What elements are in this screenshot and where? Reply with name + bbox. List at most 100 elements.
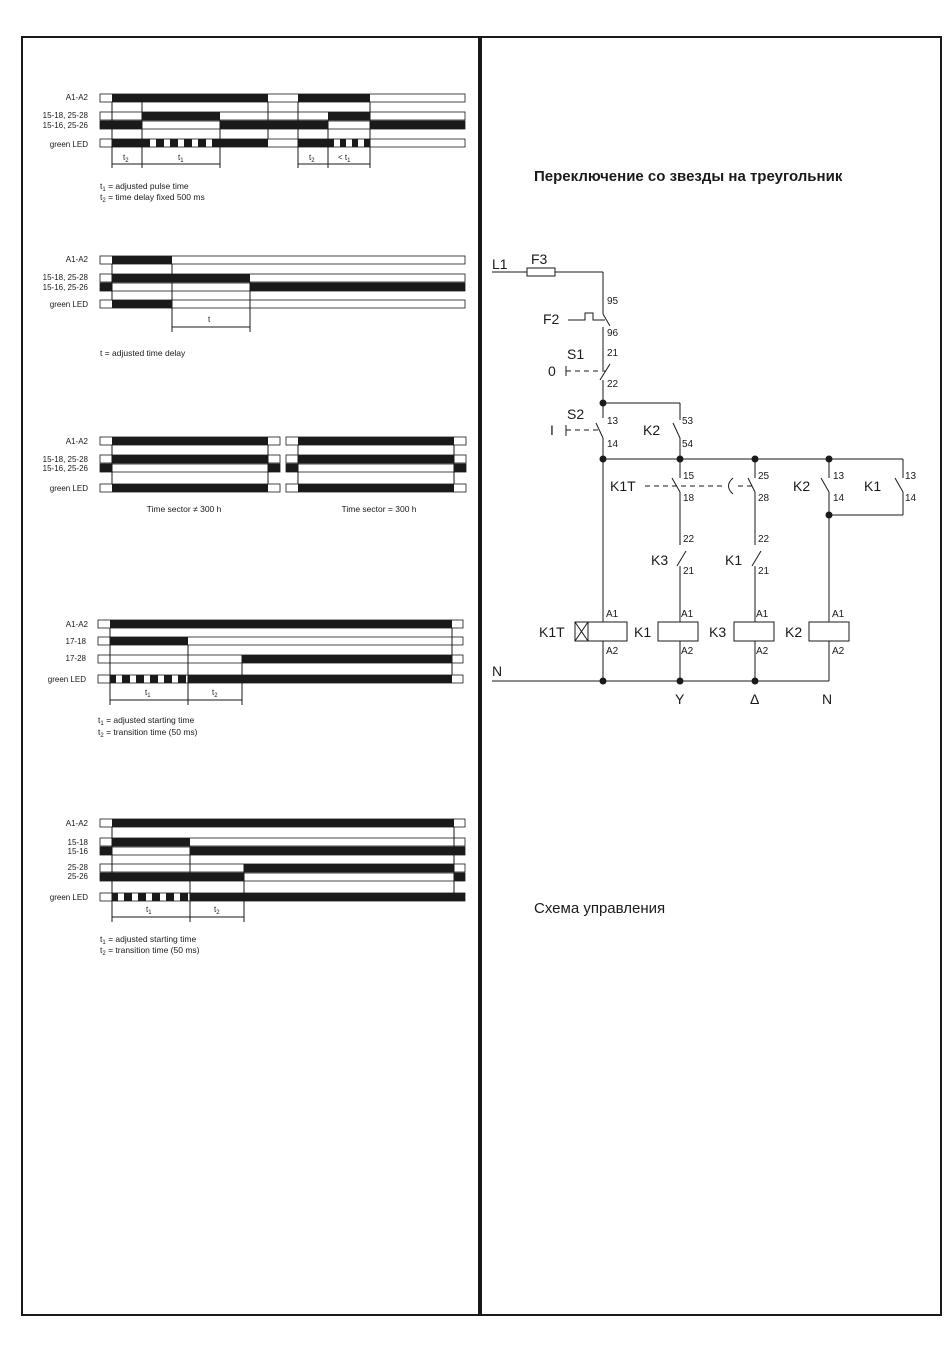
row-label-led: green LED xyxy=(48,675,86,684)
note-t: t = adjusted time delay xyxy=(100,348,186,358)
left-frame xyxy=(21,36,480,1316)
label-K1T: K1T xyxy=(610,478,636,494)
t2-label: t2 xyxy=(212,688,218,699)
t1-label: t1 xyxy=(146,905,152,916)
row-label-1718: 17-18 xyxy=(66,637,87,646)
coil-label-K1T: K1T xyxy=(539,624,565,640)
signal-on xyxy=(370,121,465,129)
coil-K1 xyxy=(657,621,699,642)
num-25: 25 xyxy=(758,471,770,482)
control-circuit: Переключение со звезды на треугольник L1… xyxy=(492,168,917,917)
num-15: 15 xyxy=(683,471,695,482)
label-0: 0 xyxy=(548,363,556,379)
num-A1: A1 xyxy=(606,609,619,620)
signal-on xyxy=(142,112,220,120)
num-13: 13 xyxy=(905,471,917,482)
note-t2: t2 = time delay fixed 500 ms xyxy=(100,192,205,204)
coil-K1T xyxy=(574,621,628,642)
row-label-a1a2: A1-A2 xyxy=(66,93,89,102)
row-label-1728: 17-28 xyxy=(66,654,87,663)
num-14: 14 xyxy=(905,493,917,504)
row-label-2528: 25-28 xyxy=(68,863,89,872)
lt1-label: < t1 xyxy=(338,153,351,164)
row-label-a1a2: A1-A2 xyxy=(66,255,89,264)
label-K1-interlock: K1 xyxy=(725,552,742,568)
label-N: N xyxy=(492,663,502,679)
signal-on xyxy=(298,139,328,147)
label-I: I xyxy=(550,422,554,438)
time-sector-not-300: Time sector ≠ 300 h xyxy=(147,504,222,514)
num-21: 21 xyxy=(758,566,770,577)
signal-on xyxy=(112,139,142,147)
num-54: 54 xyxy=(682,439,694,450)
note-t2: t2 = transition time (50 ms) xyxy=(98,727,198,739)
label-K3-interlock: K3 xyxy=(651,552,668,568)
row-label-a1a2: A1-A2 xyxy=(66,819,89,828)
label-K2: K2 xyxy=(793,478,810,494)
t1-label: t1 xyxy=(178,153,184,164)
num-13: 13 xyxy=(833,471,845,482)
label-K2-hold: K2 xyxy=(643,422,660,438)
note-t1: t1 = adjusted starting time xyxy=(100,934,196,946)
coil-label-K1: K1 xyxy=(634,624,651,640)
num-13: 13 xyxy=(607,416,619,427)
row-label-led: green LED xyxy=(50,893,88,902)
row-label-1516: 15-16 xyxy=(68,847,89,856)
signal-on xyxy=(100,121,142,129)
num-A1: A1 xyxy=(681,609,694,620)
note-t2: t2 = transition time (50 ms) xyxy=(100,945,200,957)
num-22: 22 xyxy=(758,534,770,545)
num-A1: A1 xyxy=(756,609,769,620)
row-label-no: 15-18, 25-28 xyxy=(43,455,89,464)
junction xyxy=(751,677,759,685)
note-t1: t1 = adjusted pulse time xyxy=(100,181,189,193)
num-A2: A2 xyxy=(832,646,845,657)
timer-delay-arc xyxy=(728,477,734,495)
row-label-led: green LED xyxy=(50,140,88,149)
row-label-2526: 25-26 xyxy=(68,872,89,881)
timing-diagram-3: A1-A2 15-18, 25-28 15-16, 25-26 green LE… xyxy=(43,436,467,514)
signal-box xyxy=(99,111,466,121)
row-label-no: 15-18, 25-28 xyxy=(43,273,89,282)
label-S1: S1 xyxy=(567,346,584,362)
num-21: 21 xyxy=(683,566,695,577)
coil-K3 xyxy=(733,621,775,642)
row-label-no: 15-18, 25-28 xyxy=(43,111,89,120)
num-96: 96 xyxy=(607,328,619,339)
row-label-a1a2: A1-A2 xyxy=(66,437,89,446)
label-L1: L1 xyxy=(492,256,508,272)
signal-on xyxy=(328,112,370,120)
num-22: 22 xyxy=(607,379,619,390)
num-22: 22 xyxy=(683,534,695,545)
time-sector-300: Time sector = 300 h xyxy=(341,504,416,514)
timing-diagram-1: A1-A2 15-18, 25-28 15-16, 25-26 green LE… xyxy=(43,93,466,204)
num-53: 53 xyxy=(682,416,694,427)
num-14: 14 xyxy=(833,493,845,504)
signal-on xyxy=(220,121,328,129)
t2-label: t2 xyxy=(214,905,220,916)
num-18: 18 xyxy=(683,493,695,504)
row-label-a1a2: A1-A2 xyxy=(66,620,89,629)
junction xyxy=(599,677,607,685)
num-28: 28 xyxy=(758,493,770,504)
circuit-caption: Схема управления xyxy=(534,900,665,917)
timing-diagram-2: A1-A2 15-18, 25-28 15-16, 25-26 green LE… xyxy=(43,255,466,358)
label-S2: S2 xyxy=(567,406,584,422)
t2-label: t2 xyxy=(123,153,129,164)
row-label-1518: 15-18 xyxy=(68,838,89,847)
timing-diagram-4: A1-A2 17-18 17-28 green LED t1 t2 t1 = a… xyxy=(48,619,464,739)
row-label-led: green LED xyxy=(50,300,88,309)
row-label-nc: 15-16, 25-26 xyxy=(43,464,89,473)
signal-on xyxy=(220,139,268,147)
signal-on xyxy=(298,94,370,102)
num-21: 21 xyxy=(607,348,619,359)
signal-box xyxy=(99,93,466,103)
label-F2: F2 xyxy=(543,311,560,327)
right-frame xyxy=(480,36,942,1316)
t1-label: t1 xyxy=(145,688,151,699)
num-A2: A2 xyxy=(606,646,619,657)
num-A2: A2 xyxy=(756,646,769,657)
junction xyxy=(676,677,684,685)
signal-box xyxy=(99,138,466,148)
